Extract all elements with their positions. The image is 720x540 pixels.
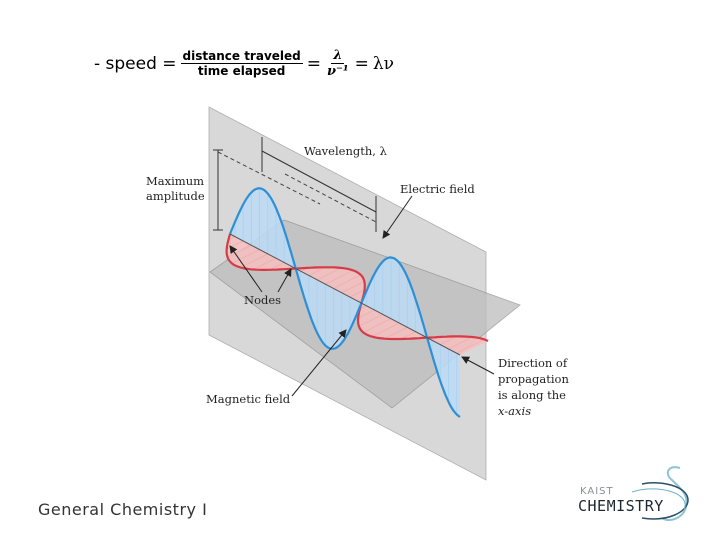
kaist-chemistry-logo: KAIST CHEMISTRY [572,462,702,528]
direction-label-1: Direction of [498,356,568,370]
wavelength-label: Wavelength, λ [304,144,387,158]
max-amplitude-label-2: amplitude [146,189,205,203]
magnetic-field-label: Magnetic field [206,392,291,406]
logo-chemistry-text: CHEMISTRY [578,497,664,515]
direction-label-4: x-axis [498,404,531,418]
logo-kaist-text: KAIST [580,486,614,497]
course-title: General Chemistry I [38,500,207,519]
nodes-label: Nodes [244,293,281,307]
max-amplitude-label-1: Maximum [146,174,204,188]
electric-field-label: Electric field [400,182,475,196]
direction-label-3: is along the [498,388,566,402]
direction-label-2: propagation [498,372,569,386]
